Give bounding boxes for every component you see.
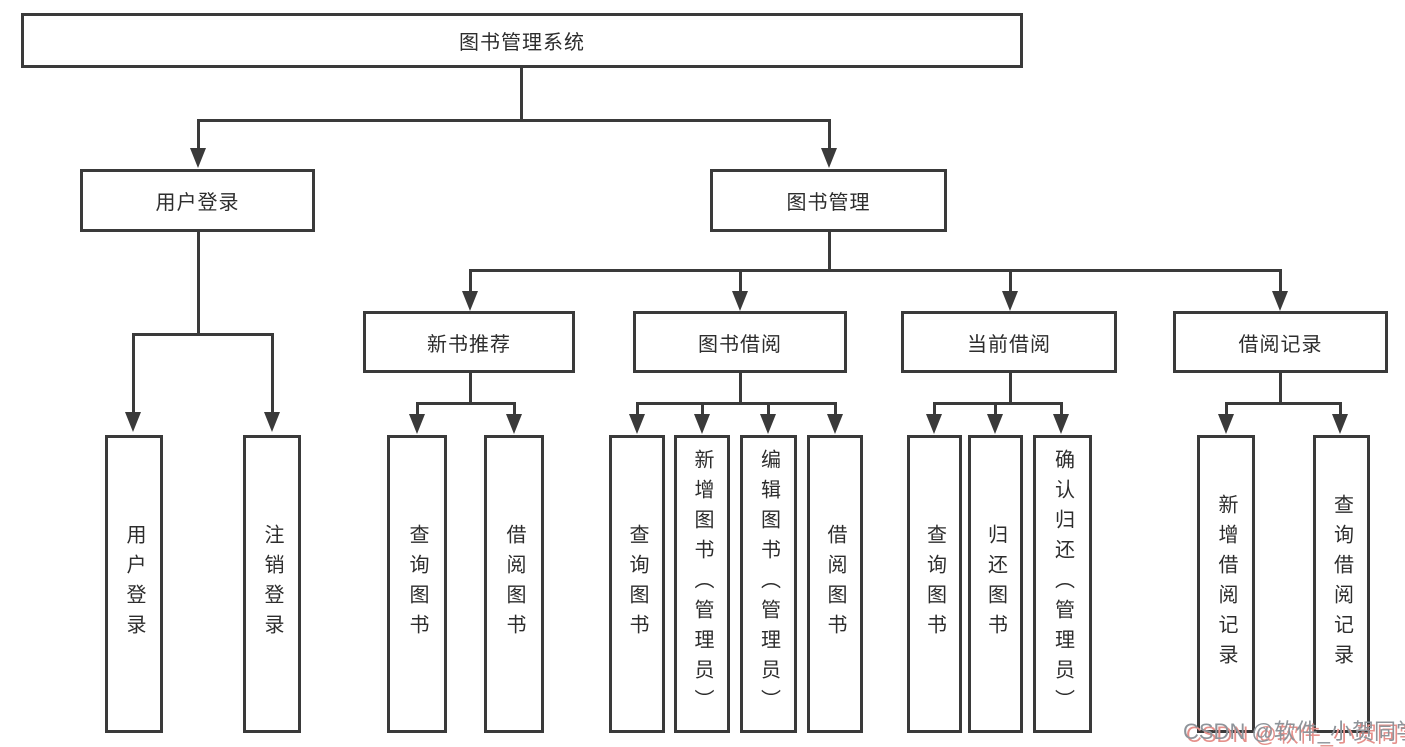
arrowhead-icon: [409, 414, 425, 434]
node-borrow-records: 借阅记录: [1173, 311, 1388, 373]
connector-branch: [739, 269, 742, 293]
connector-level3-bus: [469, 269, 1282, 272]
connector-branch: [767, 402, 770, 416]
leaf-confirm-return-admin: 确认归还（管理员）: [1033, 435, 1092, 733]
leaf-label: 借阅图书: [824, 524, 846, 644]
arrowhead-icon: [760, 414, 776, 434]
leaf-label: 用户登录: [123, 524, 145, 644]
node-user-login: 用户登录: [80, 169, 315, 232]
leaf-edit-books-admin: 编辑图书（管理员）: [740, 435, 797, 733]
connector-branch: [271, 333, 274, 413]
node-current-borrowing: 当前借阅: [901, 311, 1117, 373]
connector-branch: [1225, 402, 1228, 416]
csdn-watermark: CSDN @软件_小贺同学: [1183, 719, 1405, 744]
connector-stem: [1009, 373, 1012, 405]
connector-branch: [469, 269, 472, 293]
arrowhead-icon: [1053, 414, 1069, 434]
leaf-label: 查询图书: [406, 524, 428, 644]
connector-branch: [636, 402, 639, 416]
connector-stem: [739, 373, 742, 405]
connector-branch: [416, 402, 419, 416]
connector-branch: [1279, 269, 1282, 293]
connector-branch: [994, 402, 997, 416]
connector-root-stem: [520, 66, 523, 122]
leaf-query-books-current: 查询图书: [907, 435, 962, 733]
leaf-add-books-admin: 新增图书（管理员）: [674, 435, 730, 733]
arrowhead-icon: [1272, 291, 1288, 311]
node-library-system: 图书管理系统: [21, 13, 1023, 68]
leaf-query-borrow-record: 查询借阅记录: [1313, 435, 1370, 733]
node-book-management: 图书管理: [710, 169, 947, 232]
leaf-label: 查询图书: [626, 524, 648, 644]
leaf-label: 新增借阅记录: [1215, 494, 1237, 674]
node-new-book-recommend: 新书推荐: [363, 311, 575, 373]
connector-userlogin-bus: [132, 333, 274, 336]
connector-branch: [701, 402, 704, 416]
leaf-borrow-books-recommend: 借阅图书: [484, 435, 544, 733]
arrowhead-icon: [125, 412, 141, 432]
arrowhead-icon: [732, 291, 748, 311]
connector-bookmgmt-stem: [828, 231, 831, 272]
leaf-return-books: 归还图书: [968, 435, 1023, 733]
arrowhead-icon: [1218, 414, 1234, 434]
connector-branch: [197, 119, 200, 151]
connector-branch: [1060, 402, 1063, 416]
connector-bus: [1225, 402, 1342, 405]
connector-level2-bus: [197, 119, 831, 122]
leaf-label: 编辑图书（管理员）: [757, 449, 780, 719]
leaf-label: 借阅图书: [503, 524, 525, 644]
arrowhead-icon: [926, 414, 942, 434]
arrowhead-icon: [190, 148, 206, 168]
connector-stem: [469, 373, 472, 405]
arrowhead-icon: [1332, 414, 1348, 434]
leaf-borrow-books: 借阅图书: [807, 435, 863, 733]
connector-userlogin-stem: [197, 231, 200, 335]
connector-branch: [828, 119, 831, 151]
node-book-borrowing: 图书借阅: [633, 311, 847, 373]
arrowhead-icon: [987, 414, 1003, 434]
connector-stem: [1279, 373, 1282, 405]
leaf-label: 查询图书: [923, 524, 946, 644]
arrowhead-icon: [827, 414, 843, 434]
arrowhead-icon: [821, 148, 837, 168]
connector-branch: [513, 402, 516, 416]
leaf-user-login: 用户登录: [105, 435, 163, 733]
connector-branch: [132, 333, 135, 413]
arrowhead-icon: [694, 414, 710, 434]
leaf-label: 查询借阅记录: [1330, 494, 1353, 674]
arrowhead-icon: [264, 412, 280, 432]
connector-branch: [834, 402, 837, 416]
leaf-add-borrow-record: 新增借阅记录: [1197, 435, 1255, 733]
connector-bus: [933, 402, 1063, 405]
arrowhead-icon: [462, 291, 478, 311]
leaf-logout: 注销登录: [243, 435, 301, 733]
leaf-label: 确认归还（管理员）: [1051, 449, 1074, 719]
arrowhead-icon: [506, 414, 522, 434]
connector-bus: [636, 402, 837, 405]
leaf-label: 注销登录: [261, 524, 283, 644]
connector-branch: [1009, 269, 1012, 293]
connector-branch: [933, 402, 936, 416]
leaf-label: 归还图书: [984, 524, 1007, 644]
connector-bus: [416, 402, 516, 405]
leaf-query-books-recommend: 查询图书: [387, 435, 447, 733]
leaf-query-books-borrowing: 查询图书: [609, 435, 665, 733]
connector-branch: [1339, 402, 1342, 416]
arrowhead-icon: [1002, 291, 1018, 311]
arrowhead-icon: [629, 414, 645, 434]
leaf-label: 新增图书（管理员）: [691, 449, 713, 719]
